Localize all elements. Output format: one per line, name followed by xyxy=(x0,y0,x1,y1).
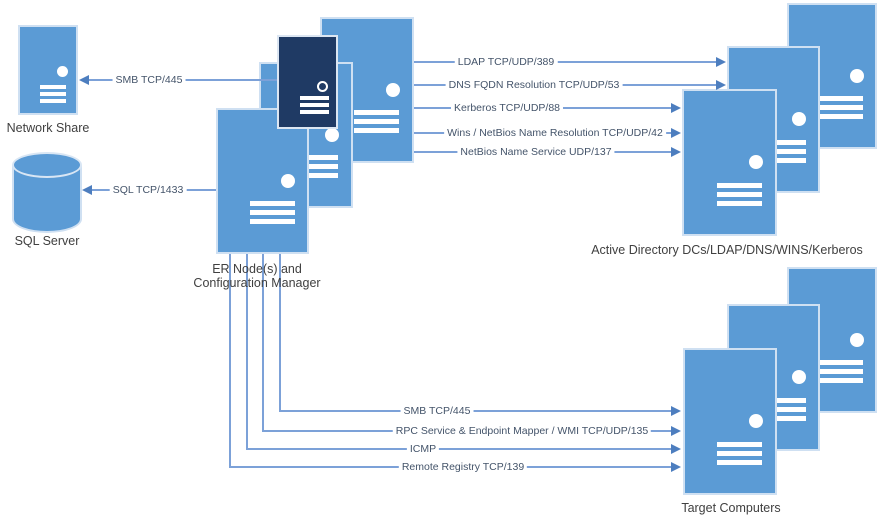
indicator-dot-icon xyxy=(849,332,864,347)
arrowhead-left-icon xyxy=(82,185,92,195)
vent-slots-icon xyxy=(299,95,329,114)
indicator-dot-icon xyxy=(792,370,807,385)
vent-slots-icon xyxy=(819,359,863,383)
vent-slots-icon xyxy=(761,139,806,163)
connector-line xyxy=(229,254,231,468)
server-icon-dark xyxy=(277,35,338,129)
connection-label: LDAP TCP/UDP/389 xyxy=(454,56,558,68)
indicator-dot-icon xyxy=(281,173,296,188)
arrowhead-right-icon xyxy=(671,406,681,416)
indicator-dot-icon xyxy=(386,82,401,97)
connector-line xyxy=(246,254,248,450)
indicator-ring-icon xyxy=(317,81,329,93)
connector-line xyxy=(279,254,281,412)
connection-label: NetBios Name Service UDP/137 xyxy=(457,146,615,158)
vent-slots-icon xyxy=(716,182,763,206)
active-directory-caption: Active Directory DCs/LDAP/DNS/WINS/Kerbe… xyxy=(591,243,863,257)
network-share-caption: Network Share xyxy=(6,121,90,135)
arrowhead-right-icon xyxy=(671,426,681,436)
vent-slots-icon xyxy=(717,441,763,465)
arrowhead-right-icon xyxy=(671,103,681,113)
connection-label: Kerberos TCP/UDP/88 xyxy=(450,102,564,114)
sql-server-caption: SQL Server xyxy=(14,234,80,248)
vent-slots-icon xyxy=(761,397,806,421)
connection-label: Remote Registry TCP/139 xyxy=(398,461,528,473)
arrowhead-right-icon xyxy=(716,57,726,67)
arrowhead-right-icon xyxy=(671,444,681,454)
arrowhead-right-icon xyxy=(671,462,681,472)
database-cylinder-top-icon xyxy=(12,152,82,178)
connection-label: SMB TCP/445 xyxy=(400,405,474,417)
vent-slots-icon xyxy=(293,154,339,178)
target-computers-caption: Target Computers xyxy=(681,501,781,515)
connection-label: Wins / NetBios Name Resolution TCP/UDP/4… xyxy=(444,127,666,139)
arrowhead-left-icon xyxy=(79,75,89,85)
connector-line xyxy=(262,254,264,432)
connection-label: SQL TCP/1433 xyxy=(109,184,187,196)
connector-line xyxy=(246,448,673,450)
er-node-caption-line2: Configuration Manager xyxy=(193,276,321,290)
vent-slots-icon xyxy=(250,200,295,224)
arrowhead-right-icon xyxy=(671,128,681,138)
connection-label: ICMP xyxy=(406,443,440,455)
server-icon xyxy=(683,348,777,495)
server-icon xyxy=(682,89,777,236)
connection-label: DNS FQDN Resolution TCP/UDP/53 xyxy=(445,79,623,91)
er-node-caption-line1: ER Node(s) and xyxy=(212,262,302,276)
server-icon xyxy=(216,108,309,254)
server-icon xyxy=(18,25,78,115)
indicator-dot-icon xyxy=(749,155,764,170)
indicator-dot-icon xyxy=(749,414,764,429)
vent-slots-icon xyxy=(354,109,400,133)
arrowhead-right-icon xyxy=(716,80,726,90)
connection-label: SMB TCP/445 xyxy=(112,74,186,86)
vent-slots-icon xyxy=(39,84,67,103)
indicator-dot-icon xyxy=(792,112,807,127)
indicator-dot-icon xyxy=(325,127,340,142)
vent-slots-icon xyxy=(819,95,863,119)
arrowhead-right-icon xyxy=(671,147,681,157)
connection-label: RPC Service & Endpoint Mapper / WMI TCP/… xyxy=(392,425,652,437)
indicator-dot-icon xyxy=(57,65,69,77)
indicator-dot-icon xyxy=(849,68,864,83)
connector-line xyxy=(279,410,673,412)
connector-line xyxy=(414,61,716,63)
